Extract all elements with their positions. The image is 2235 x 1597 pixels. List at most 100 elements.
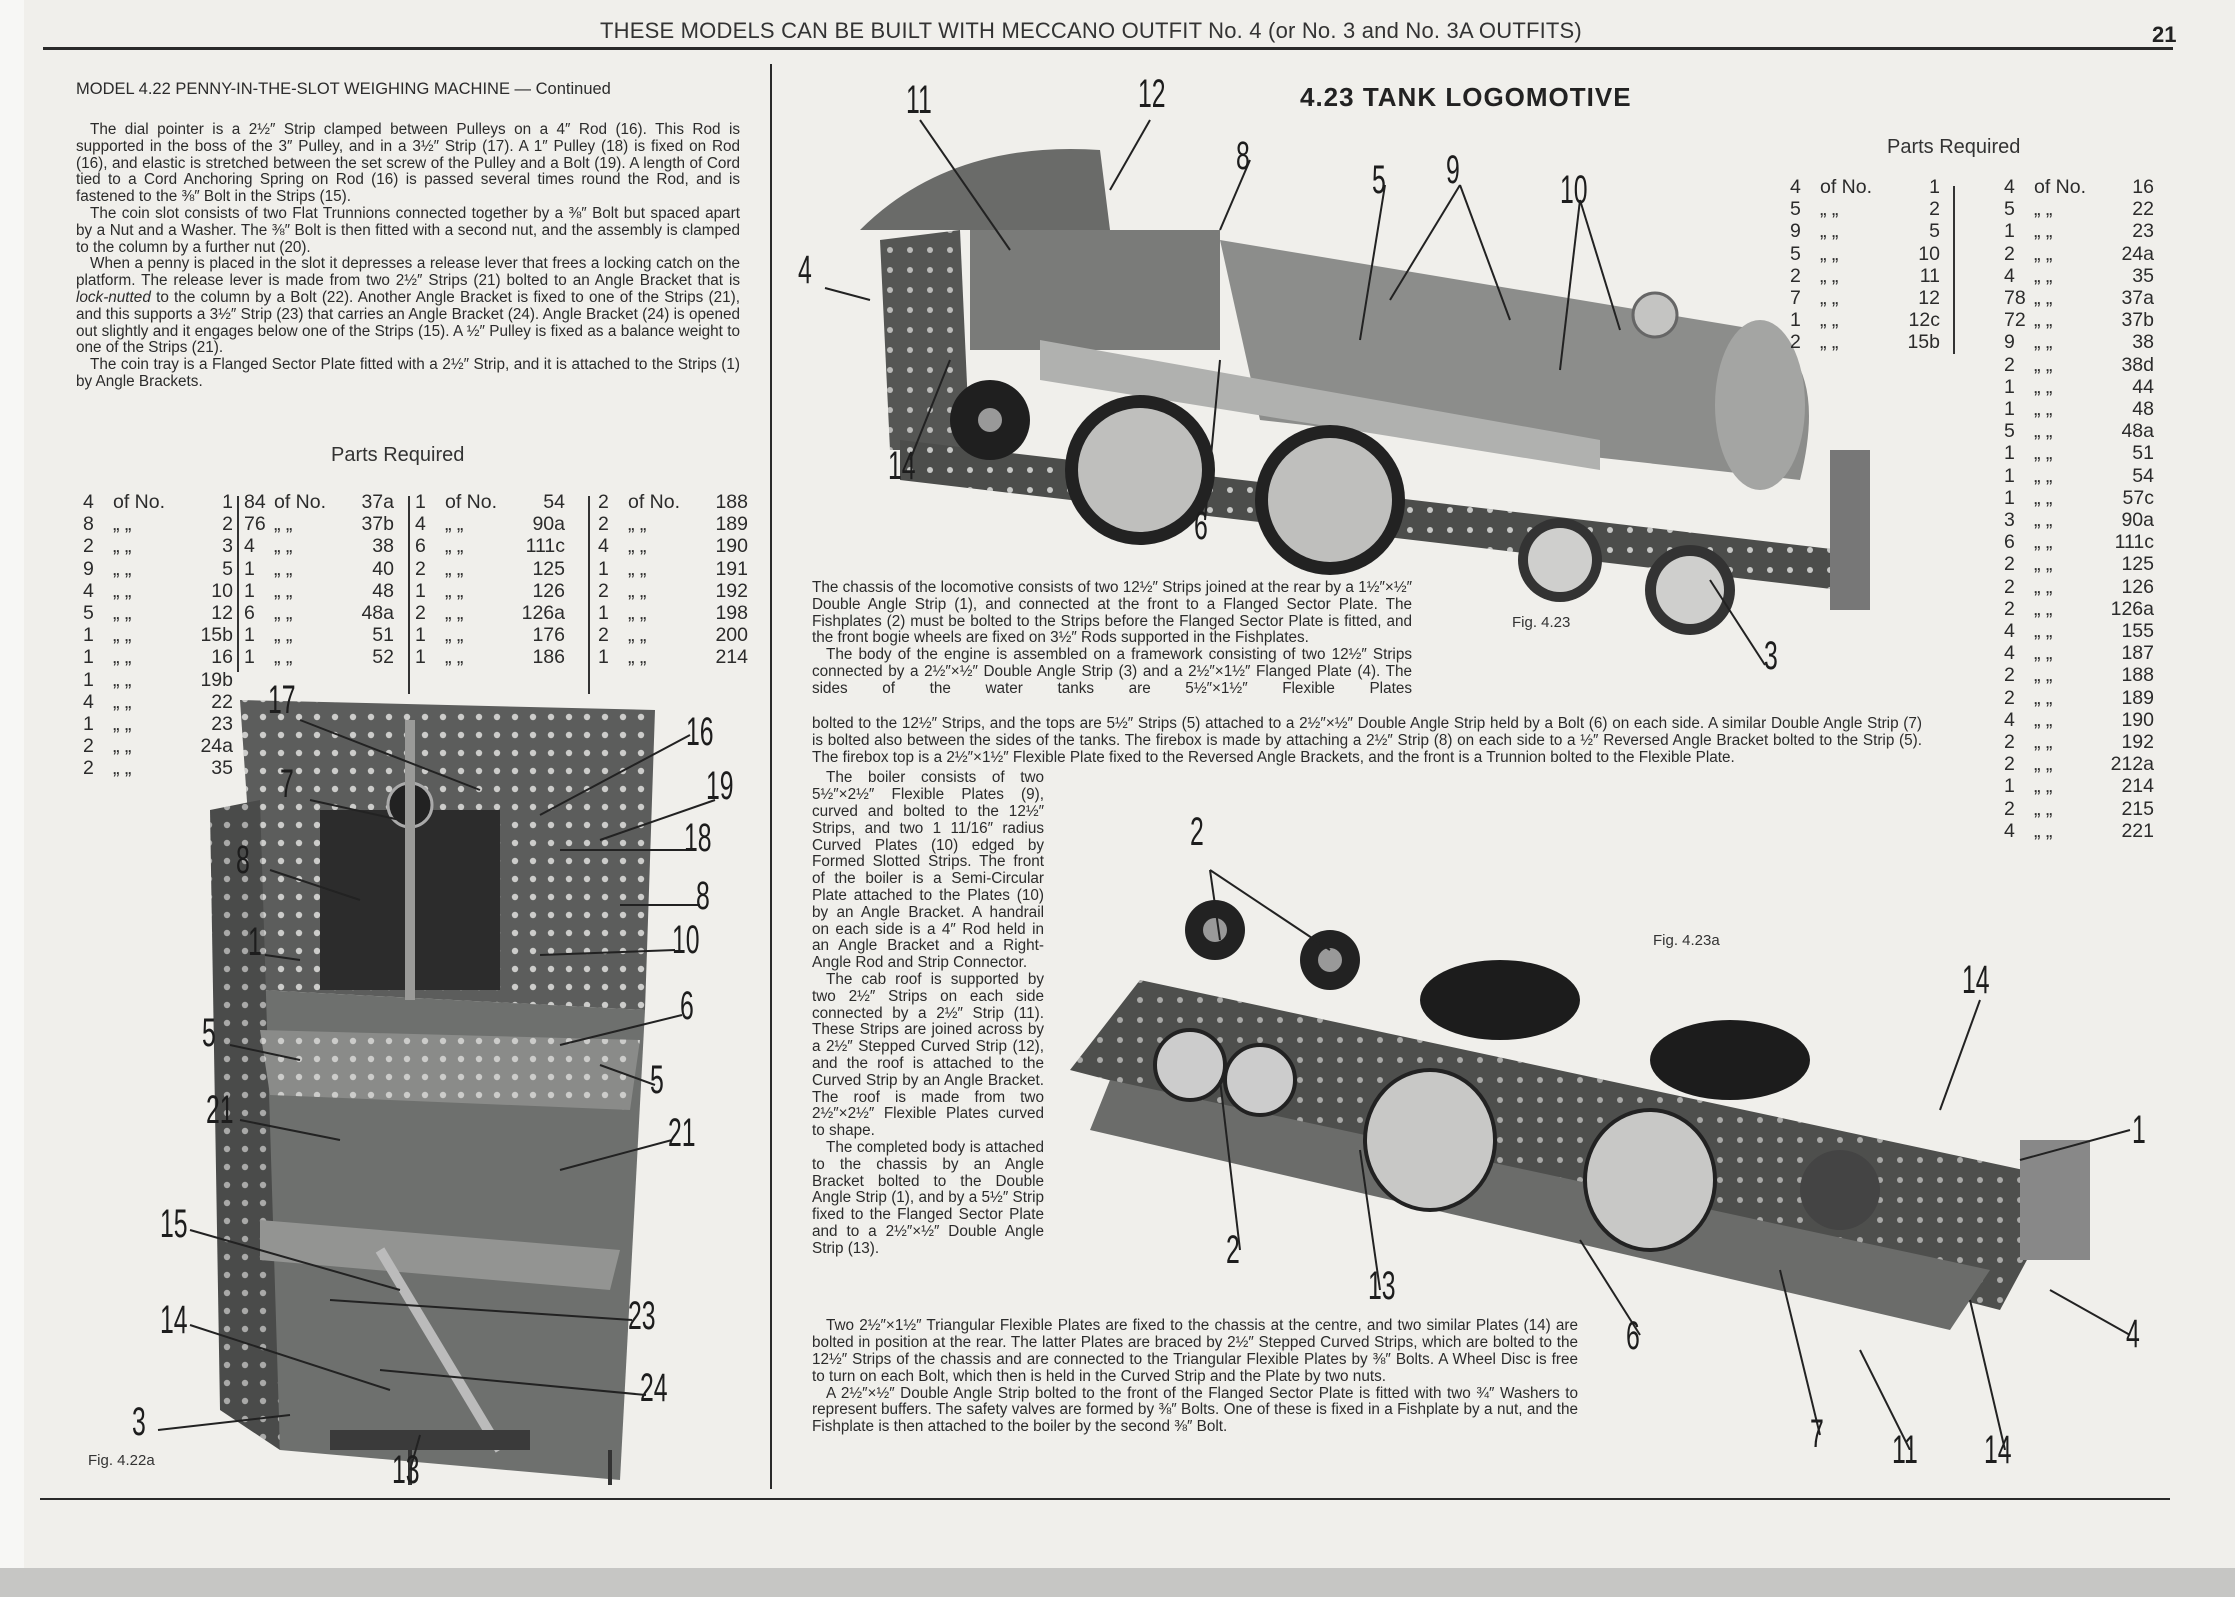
parts-row: 1„ „214	[598, 646, 748, 668]
ditto-marks: „ „	[2034, 686, 2053, 709]
part-number: 37a	[361, 491, 394, 513]
part-quantity: 1	[83, 624, 94, 647]
ditto-marks: „ „	[113, 690, 132, 713]
callout-label: 8	[696, 874, 710, 918]
part-quantity: 4	[83, 579, 94, 602]
parts-row: 1„ „52	[244, 646, 394, 668]
callout-label: 17	[268, 678, 296, 722]
paragraph: Two 2½″×1½″ Triangular Flexible Plates a…	[812, 1317, 1578, 1385]
part-quantity: 6	[2004, 531, 2015, 554]
part-number: 214	[2121, 775, 2154, 798]
ditto-marks: „ „	[274, 646, 293, 669]
part-number: 188	[2121, 664, 2154, 687]
parts-row: 1„ „19b	[83, 669, 233, 691]
callout-leader-lines-423	[824, 119, 1766, 666]
parts-row: 2„ „126a	[2004, 598, 2154, 620]
callout-label: 6	[1194, 504, 1208, 548]
parts-row: 1„ „51	[244, 624, 394, 646]
model-423-title: 4.23 TANK LOGOMOTIVE	[1300, 82, 1632, 112]
parts-required-title-423: Parts Required	[1887, 136, 2021, 158]
parts-row: 1„ „40	[244, 558, 394, 580]
ditto-marks: „ „	[2034, 420, 2053, 443]
part-number: 126a	[2110, 597, 2154, 620]
ditto-marks: „ „	[2034, 775, 2053, 798]
ditto-marks: „ „	[113, 624, 132, 647]
part-quantity: 2	[415, 602, 426, 625]
part-quantity: 2	[2004, 353, 2015, 376]
ditto-marks: „ „	[1820, 198, 1839, 221]
parts-row: 2„ „188	[2004, 664, 2154, 686]
part-quantity: 4	[2004, 708, 2015, 731]
parts-row: 1„ „16	[83, 646, 233, 668]
ditto-marks: „ „	[2034, 664, 2053, 687]
part-number: 2	[222, 513, 233, 536]
part-quantity: 2	[2004, 731, 2015, 754]
ditto-marks: „ „	[2034, 797, 2053, 820]
part-quantity: 2	[83, 735, 94, 758]
parts-row: 4„ „90a	[415, 513, 565, 535]
callout-label: 10	[1560, 168, 1588, 212]
ditto-marks: „ „	[2034, 486, 2053, 509]
figure-caption-423a: Fig. 4.23a	[1653, 932, 1720, 949]
part-quantity: 4	[2004, 620, 2015, 643]
part-number: 126	[532, 579, 565, 602]
parts-row: 2„ „126a	[415, 602, 565, 624]
part-number: 212a	[2110, 753, 2154, 776]
part-quantity: 1	[244, 579, 255, 602]
parts-row: 1„ „23	[2004, 220, 2154, 242]
part-number: 15b	[1907, 331, 1940, 354]
part-quantity: 1	[2004, 398, 2015, 421]
of-no-label: of No.	[628, 491, 681, 513]
part-number: 38d	[2121, 353, 2154, 376]
ditto-marks: „ „	[2034, 309, 2053, 332]
callout-leader-lines-423a	[1209, 869, 2131, 1450]
part-quantity: 4	[2004, 264, 2015, 287]
part-quantity: 1	[598, 646, 609, 669]
paragraph: The cab roof is supported by two 2½″ Str…	[812, 970, 1044, 1140]
callout-label: 2	[1190, 810, 1204, 854]
parts-row: 4„ „187	[2004, 642, 2154, 664]
bottom-rule	[40, 1498, 2170, 1500]
ditto-marks: „ „	[445, 513, 464, 536]
ditto-marks: „ „	[2034, 220, 2053, 243]
parts-row: 78„ „37a	[2004, 287, 2154, 309]
callout-label: 8	[1236, 134, 1250, 178]
parts-row: 1„ „186	[415, 646, 565, 668]
ditto-marks: „ „	[1820, 220, 1839, 243]
parts-row: 9„ „5	[83, 558, 233, 580]
ditto-marks: „ „	[2034, 531, 2053, 554]
ditto-marks: „ „	[2034, 398, 2053, 421]
part-quantity: 1	[244, 624, 255, 647]
parts-row: 1„ „198	[598, 602, 748, 624]
part-quantity: 2	[83, 757, 94, 780]
top-rule	[43, 47, 2173, 50]
part-quantity: 1	[2004, 775, 2015, 798]
paragraph: bolted to the 12½″ Strips, and the tops …	[812, 715, 1922, 766]
part-number: 48	[372, 579, 394, 602]
part-quantity: 1	[415, 579, 426, 602]
ditto-marks: „ „	[445, 579, 464, 602]
parts-row: 1„ „191	[598, 558, 748, 580]
ditto-marks: „ „	[445, 602, 464, 625]
part-number: 5	[222, 557, 233, 580]
part-quantity: 2	[1790, 331, 1801, 354]
part-quantity: 1	[2004, 220, 2015, 243]
part-number: 90a	[2121, 509, 2154, 532]
part-number: 187	[2121, 642, 2154, 665]
part-number: 126	[2121, 575, 2154, 598]
part-number: 44	[2132, 375, 2154, 398]
part-number: 19b	[200, 668, 233, 691]
paragraph: The completed body is attached to the ch…	[812, 1138, 1044, 1257]
ditto-marks: „ „	[2034, 819, 2053, 842]
part-number: 37b	[2121, 309, 2154, 332]
ditto-marks: „ „	[2034, 620, 2053, 643]
part-number: 24a	[200, 735, 233, 758]
parts-row: 1„ „12c	[1790, 309, 1940, 331]
callout-label: 4	[2126, 1312, 2140, 1356]
parts-row: 4„ „190	[2004, 709, 2154, 731]
part-quantity: 6	[244, 602, 255, 625]
callout-label: 6	[680, 984, 694, 1028]
ditto-marks: „ „	[628, 513, 647, 536]
part-number: 192	[2121, 731, 2154, 754]
parts-row: 1„ „23	[83, 713, 233, 735]
